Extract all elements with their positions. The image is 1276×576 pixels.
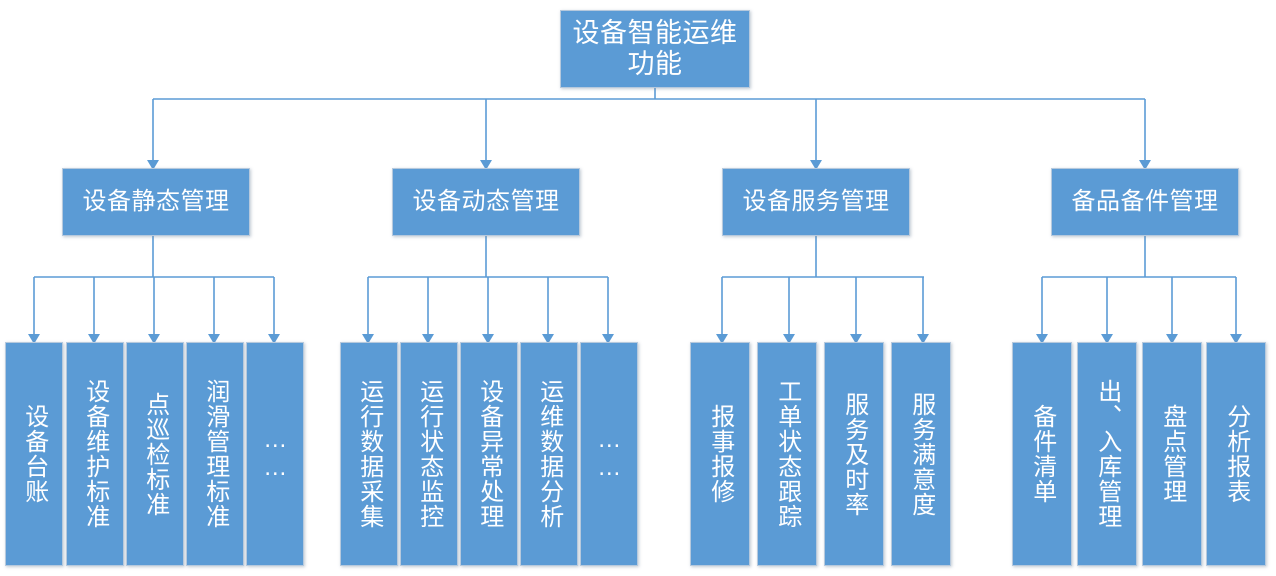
leaf-node[interactable]: 运行数据采集	[340, 342, 398, 566]
leaf-label: 设备异常处理	[475, 379, 503, 529]
leaf-label: 润滑管理标准	[201, 379, 229, 529]
leaf-node[interactable]: 润滑管理标准	[186, 342, 244, 566]
leaf-label: 备件清单	[1028, 404, 1056, 504]
leaf-node[interactable]: 运维数据分析	[520, 342, 578, 566]
leaf-node[interactable]: 设备台账	[5, 342, 63, 566]
node-branch-4-label: 备品备件管理	[1071, 188, 1219, 216]
leaf-node[interactable]: 分析报表	[1206, 342, 1266, 566]
node-branch-3[interactable]: 设备服务管理	[722, 168, 910, 236]
leaf-node[interactable]: 服务及时率	[824, 342, 884, 566]
leaf-label: 服务及时率	[840, 391, 868, 517]
leaf-node[interactable]: 出、入库管理	[1077, 342, 1137, 566]
leaf-node[interactable]: 备件清单	[1012, 342, 1072, 566]
node-branch-2[interactable]: 设备动态管理	[392, 168, 580, 236]
leaf-node[interactable]: 设备维护标准	[66, 342, 124, 566]
leaf-node[interactable]: 运行状态监控	[400, 342, 458, 566]
node-root-label: 设备智能运维功能	[572, 18, 738, 79]
leaf-label: 设备维护标准	[81, 379, 109, 529]
leaf-node[interactable]: 点巡检标准	[126, 342, 184, 566]
leaf-label: 分析报表	[1222, 404, 1250, 504]
leaf-label: 盘点管理	[1158, 404, 1186, 504]
leaf-node[interactable]: 盘点管理	[1142, 342, 1202, 566]
node-branch-1-label: 设备静态管理	[82, 188, 230, 216]
leaf-label: 工单状态跟踪	[773, 379, 801, 529]
leaf-label: 运行数据采集	[355, 379, 383, 529]
leaf-node[interactable]: 设备异常处理	[460, 342, 518, 566]
leaf-node[interactable]: 工单状态跟踪	[757, 342, 817, 566]
leaf-label: ……	[595, 426, 623, 482]
node-root[interactable]: 设备智能运维功能	[560, 10, 750, 88]
node-branch-4[interactable]: 备品备件管理	[1051, 168, 1239, 236]
node-branch-1[interactable]: 设备静态管理	[62, 168, 250, 236]
node-branch-2-label: 设备动态管理	[412, 188, 560, 216]
leaf-label: 点巡检标准	[141, 391, 169, 517]
leaf-node[interactable]: 报事报修	[690, 342, 750, 566]
leaf-label: 服务满意度	[907, 391, 935, 517]
leaf-node[interactable]: ……	[246, 342, 304, 566]
node-branch-3-label: 设备服务管理	[742, 188, 890, 216]
leaf-label: 运行状态监控	[415, 379, 443, 529]
leaf-label: 出、入库管理	[1093, 379, 1121, 529]
leaf-label: 运维数据分析	[535, 379, 563, 529]
leaf-node[interactable]: ……	[580, 342, 638, 566]
leaf-label: ……	[261, 426, 289, 482]
leaf-label: 报事报修	[706, 404, 734, 504]
leaf-label: 设备台账	[20, 404, 48, 504]
leaf-node[interactable]: 服务满意度	[891, 342, 951, 566]
